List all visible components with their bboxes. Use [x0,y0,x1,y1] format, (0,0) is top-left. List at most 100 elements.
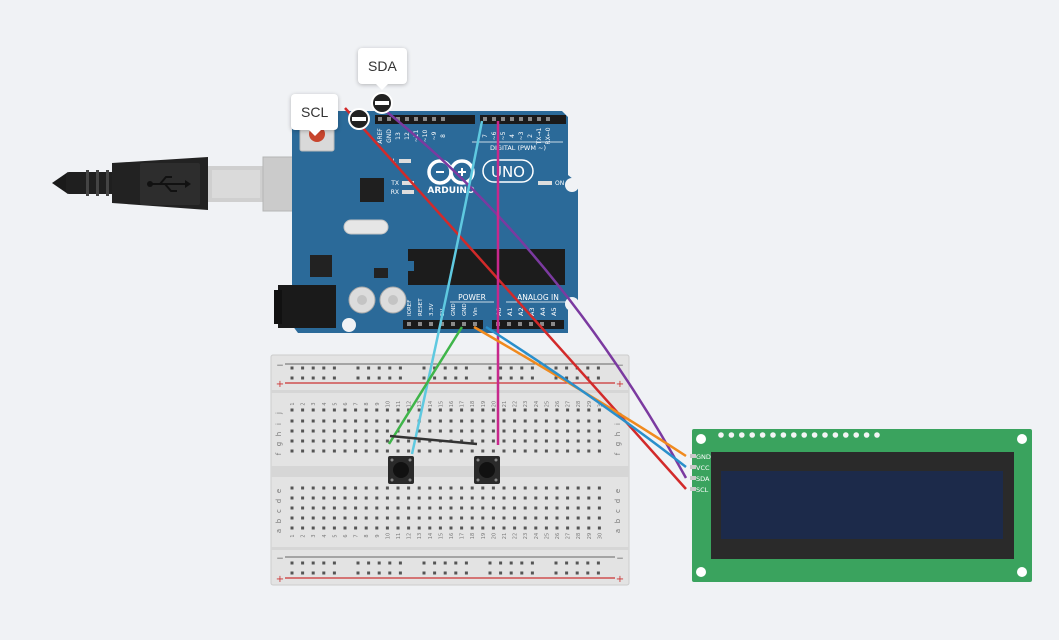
breadboard-hole[interactable] [509,561,513,565]
breadboard-hole[interactable] [509,366,513,370]
breadboard-hole[interactable] [597,506,601,510]
breadboard-hole[interactable] [377,561,381,565]
breadboard-hole[interactable] [544,516,548,520]
breadboard-hole[interactable] [343,516,347,520]
breadboard-hole[interactable] [460,408,464,412]
breadboard-hole[interactable] [576,516,580,520]
breadboard-hole[interactable] [377,571,381,575]
breadboard-hole[interactable] [491,408,495,412]
breadboard-hole[interactable] [555,439,559,443]
breadboard-hole[interactable] [523,526,527,530]
breadboard-hole[interactable] [385,526,389,530]
breadboard-hole[interactable] [311,486,315,490]
breadboard-hole[interactable] [301,449,305,453]
breadboard-hole[interactable] [449,408,453,412]
breadboard-hole[interactable] [597,439,601,443]
breadboard-hole[interactable] [513,486,517,490]
breadboard-hole[interactable] [290,366,294,370]
breadboard-hole[interactable] [354,408,358,412]
breadboard-hole[interactable] [375,516,379,520]
pushbutton-1[interactable] [388,456,414,484]
lcd-header-pin[interactable] [780,432,787,438]
breadboard-hole[interactable] [332,449,336,453]
breadboard-hole[interactable] [513,449,517,453]
breadboard-hole[interactable] [554,561,558,565]
breadboard-hole[interactable] [565,366,569,370]
breadboard-hole[interactable] [438,486,442,490]
breadboard-hole[interactable] [311,408,315,412]
breadboard-hole[interactable] [428,439,432,443]
breadboard-hole[interactable] [301,506,305,510]
breadboard-hole[interactable] [502,419,506,423]
breadboard-hole[interactable] [428,408,432,412]
breadboard-hole[interactable] [396,439,400,443]
breadboard-hole[interactable] [460,506,464,510]
lcd-pin[interactable] [690,487,696,491]
breadboard-hole[interactable] [544,429,548,433]
breadboard-hole[interactable] [301,496,305,500]
breadboard-hole[interactable] [301,366,305,370]
breadboard-hole[interactable] [576,429,580,433]
breadboard-hole[interactable] [587,486,591,490]
header-pin[interactable] [546,117,550,121]
breadboard-hole[interactable] [375,486,379,490]
breadboard-hole[interactable] [544,408,548,412]
breadboard-hole[interactable] [470,449,474,453]
breadboard-hole[interactable] [555,408,559,412]
breadboard-hole[interactable] [481,408,485,412]
breadboard-hole[interactable] [587,449,591,453]
breadboard-hole[interactable] [417,439,421,443]
breadboard-hole[interactable] [417,429,421,433]
breadboard-hole[interactable] [417,449,421,453]
breadboard-hole[interactable] [523,496,527,500]
breadboard-hole[interactable] [428,429,432,433]
breadboard-hole[interactable] [470,439,474,443]
header-pin[interactable] [432,117,436,121]
breadboard-hole[interactable] [343,419,347,423]
header-pin[interactable] [440,322,444,326]
breadboard-hole[interactable] [428,486,432,490]
breadboard-hole[interactable] [502,429,506,433]
breadboard-hole[interactable] [566,496,570,500]
header-pin[interactable] [418,322,422,326]
breadboard-hole[interactable] [290,496,294,500]
breadboard-hole[interactable] [587,496,591,500]
header-pin[interactable] [407,322,411,326]
breadboard-hole[interactable] [332,366,336,370]
breadboard-hole[interactable] [407,439,411,443]
breadboard-hole[interactable] [407,506,411,510]
breadboard-hole[interactable] [443,376,447,380]
breadboard-hole[interactable] [407,419,411,423]
lcd-header-pin[interactable] [770,432,776,438]
breadboard-hole[interactable] [513,506,517,510]
breadboard-hole[interactable] [523,419,527,423]
breadboard-hole[interactable] [343,526,347,530]
breadboard-hole[interactable] [367,561,371,565]
breadboard-hole[interactable] [311,496,315,500]
breadboard-hole[interactable] [575,561,579,565]
breadboard-hole[interactable] [460,429,464,433]
breadboard-hole[interactable] [596,376,600,380]
breadboard-hole[interactable] [322,526,326,530]
breadboard-hole[interactable] [311,366,315,370]
breadboard-hole[interactable] [332,561,336,565]
breadboard-hole[interactable] [460,419,464,423]
breadboard-hole[interactable] [449,506,453,510]
breadboard-hole[interactable] [460,449,464,453]
breadboard-hole[interactable] [597,408,601,412]
breadboard-hole[interactable] [398,366,402,370]
breadboard-hole[interactable] [354,516,358,520]
wire-sda[interactable] [381,107,688,479]
breadboard-hole[interactable] [290,486,294,490]
header-pin[interactable] [492,117,496,121]
breadboard-hole[interactable] [332,419,336,423]
breadboard-hole[interactable] [417,408,421,412]
breadboard-hole[interactable] [396,408,400,412]
breadboard-hole[interactable] [375,408,379,412]
breadboard-hole[interactable] [491,526,495,530]
breadboard-hole[interactable] [488,561,492,565]
breadboard-hole[interactable] [438,429,442,433]
breadboard-hole[interactable] [534,486,538,490]
breadboard-hole[interactable] [513,439,517,443]
breadboard-hole[interactable] [491,506,495,510]
